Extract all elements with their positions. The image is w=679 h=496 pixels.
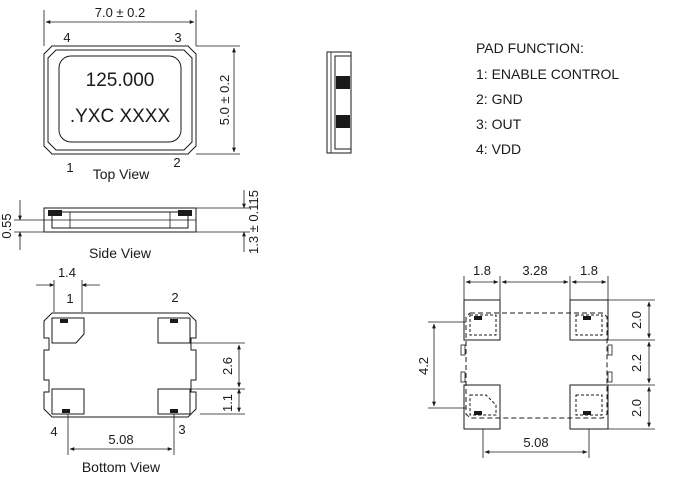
top-view: 7.0 ± 0.2 125.000 .YXC XXXX 4 3 1 2 Top … bbox=[43, 5, 240, 182]
profile-pad-upper bbox=[336, 76, 350, 89]
top-lid bbox=[58, 55, 182, 143]
pad-function-item-1: 1: ENABLE CONTROL bbox=[476, 66, 620, 82]
top-marking-line2: .YXC XXXX bbox=[70, 106, 171, 127]
side-profile-narrow bbox=[326, 51, 352, 154]
bottom-dim-right-lower: 1.1 bbox=[220, 394, 235, 412]
land-dim-top-mid: 3.28 bbox=[522, 263, 547, 278]
side-view: 0.55 1.3 ± 0.115 Side View bbox=[0, 190, 261, 261]
land-pattern: 1.8 3.28 1.8 2.0 2.2 2.0 bbox=[416, 263, 655, 458]
bottom-pin-4-label: 4 bbox=[50, 424, 57, 439]
top-pin-4-label: 4 bbox=[63, 30, 70, 45]
top-pin-1-label: 1 bbox=[66, 160, 73, 175]
side-view-caption: Side View bbox=[89, 245, 152, 261]
land-dim-top-right: 1.8 bbox=[580, 263, 598, 278]
bottom-pad-2 bbox=[157, 317, 191, 344]
pad-function-item-4: 4: VDD bbox=[476, 141, 522, 157]
top-marking-line1: 125.000 bbox=[86, 70, 155, 91]
land-dim-right-mid: 2.2 bbox=[629, 354, 644, 372]
bottom-pin-1-label: 1 bbox=[66, 291, 73, 306]
top-height-dim: 5.0 ± 0.2 bbox=[217, 75, 232, 126]
top-package-outline bbox=[43, 45, 197, 155]
bottom-pin-2-label: 2 bbox=[171, 290, 178, 305]
pad-function-item-2: 2: GND bbox=[476, 91, 523, 107]
top-pin-3-label: 3 bbox=[174, 30, 181, 45]
land-pad-1 bbox=[463, 299, 501, 341]
bottom-dim-pad-width: 1.4 bbox=[58, 265, 76, 280]
bottom-dim-bottom: 5.08 bbox=[108, 432, 133, 447]
side-dim-left: 0.55 bbox=[0, 213, 14, 238]
land-dim-left: 4.2 bbox=[416, 357, 431, 375]
profile-pad-lower bbox=[336, 115, 350, 128]
top-width-dim: 7.0 ± 0.2 bbox=[95, 5, 146, 20]
pad-function-title: PAD FUNCTION: bbox=[476, 40, 584, 56]
top-pin-2-label: 2 bbox=[173, 155, 180, 170]
land-dim-right-bottom: 2.0 bbox=[629, 399, 644, 417]
top-view-caption: Top View bbox=[93, 166, 150, 182]
bottom-dim-right-upper: 2.6 bbox=[220, 357, 235, 375]
pad-function-item-3: 3: OUT bbox=[476, 116, 522, 132]
land-dim-top-left: 1.8 bbox=[473, 263, 491, 278]
bottom-pin-3-label: 3 bbox=[178, 422, 185, 437]
bottom-view-caption: Bottom View bbox=[82, 459, 161, 475]
land-component-outline bbox=[465, 312, 608, 419]
bottom-package-outline bbox=[43, 312, 197, 418]
land-pad-2 bbox=[569, 299, 609, 341]
land-dim-right-top: 2.0 bbox=[629, 311, 644, 329]
side-dim-right: 1.3 ± 0.115 bbox=[246, 190, 261, 254]
land-dim-bottom: 5.08 bbox=[523, 435, 548, 450]
land-pad-4 bbox=[463, 384, 501, 430]
bottom-pad-1 bbox=[51, 317, 85, 344]
bottom-view: 1.4 1 2 2.6 1.1 4 3 5.08 Bottom View bbox=[36, 265, 245, 475]
